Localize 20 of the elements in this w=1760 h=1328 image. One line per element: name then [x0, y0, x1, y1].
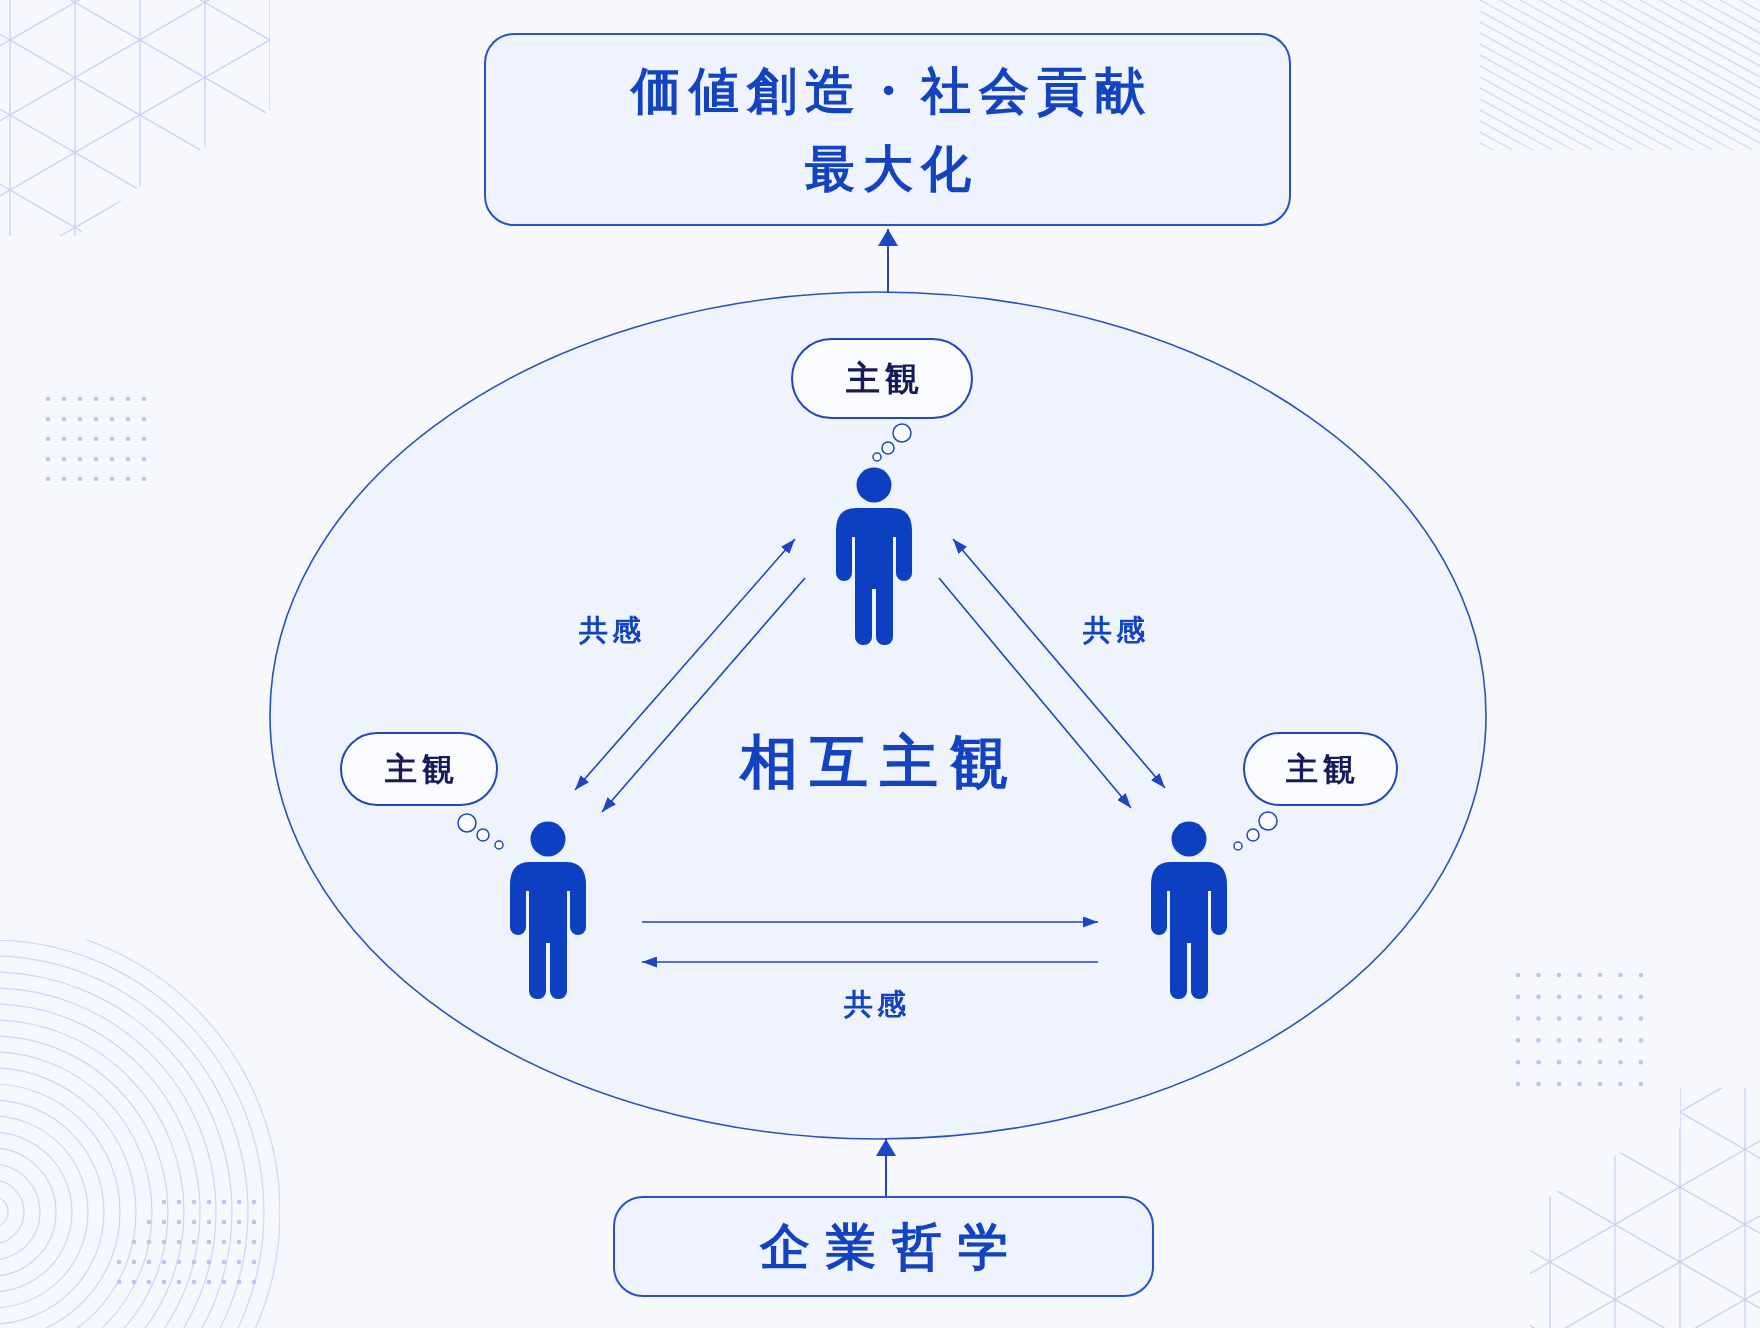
goal-box	[484, 33, 1291, 226]
person-icon	[510, 821, 586, 999]
box-title: 企業哲学	[758, 1216, 1024, 1277]
arrow	[641, 916, 1099, 928]
bubble-label: 主観	[844, 358, 924, 399]
double-arrow	[952, 538, 1166, 789]
arrow	[641, 956, 1099, 968]
arrow	[878, 228, 898, 293]
arrow	[938, 577, 1132, 809]
person-icon	[836, 467, 912, 645]
foundation-box	[613, 1196, 1154, 1297]
double-arrow	[574, 538, 796, 791]
bubble-label: 主観	[383, 749, 459, 789]
box-title: 価値創造・社会貢献最大化	[629, 60, 1154, 200]
center-title: 相互主観	[738, 728, 1020, 798]
arrow	[876, 1138, 896, 1197]
bubble-label: 主観	[1285, 749, 1360, 789]
person-icon	[1151, 821, 1227, 999]
arrow	[601, 577, 806, 813]
ellipse-region	[269, 291, 1487, 1140]
